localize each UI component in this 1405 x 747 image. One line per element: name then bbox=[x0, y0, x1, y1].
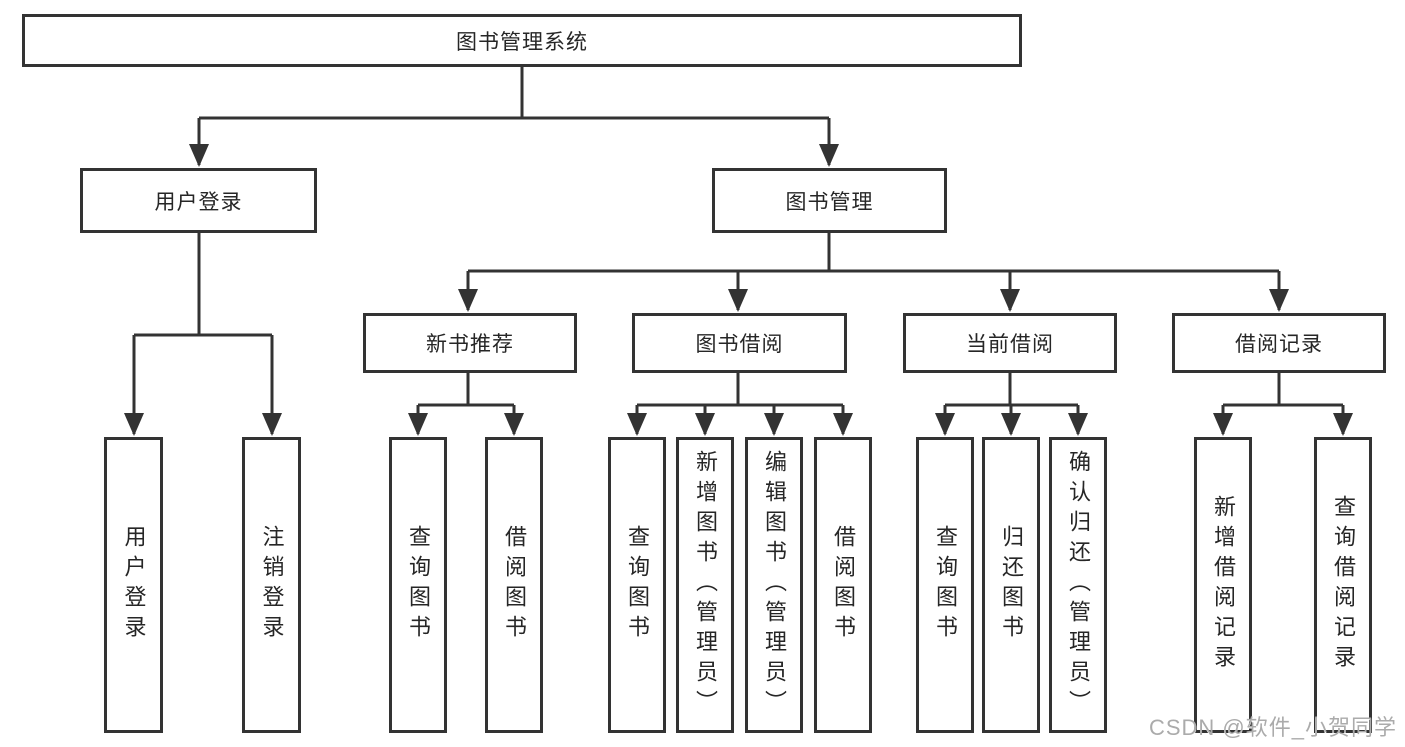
leaf-confirm-return-admin-label: 确认归还（管理员） bbox=[1066, 450, 1091, 720]
node-book-management: 图书管理 bbox=[712, 168, 947, 233]
leaf-current-query-book-label: 查询图书 bbox=[933, 525, 958, 645]
leaf-user-login: 用户登录 bbox=[104, 437, 163, 733]
node-user-login-label: 用户登录 bbox=[154, 190, 243, 214]
leaf-add-book-admin-label: 新增图书（管理员） bbox=[693, 450, 718, 720]
leaf-confirm-return-admin: 确认归还（管理员） bbox=[1049, 437, 1107, 733]
node-book-management-label: 图书管理 bbox=[785, 190, 874, 214]
node-root: 图书管理系统 bbox=[22, 14, 1022, 67]
csdn-watermark: CSDN @软件_小贺同学 bbox=[1148, 715, 1397, 740]
node-book-borrow: 图书借阅 bbox=[632, 313, 847, 373]
leaf-add-borrow-record-label: 新增借阅记录 bbox=[1211, 495, 1236, 675]
leaf-borrow-query-book-label: 查询图书 bbox=[625, 525, 650, 645]
leaf-query-borrow-record: 查询借阅记录 bbox=[1314, 437, 1372, 733]
leaf-recommend-query-book: 查询图书 bbox=[389, 437, 447, 733]
leaf-current-query-book: 查询图书 bbox=[916, 437, 974, 733]
leaf-edit-book-admin-label: 编辑图书（管理员） bbox=[762, 450, 787, 720]
leaf-return-book: 归还图书 bbox=[982, 437, 1040, 733]
leaf-logout-label: 注销登录 bbox=[259, 525, 285, 645]
node-user-login: 用户登录 bbox=[80, 168, 317, 233]
leaf-recommend-borrow-book: 借阅图书 bbox=[485, 437, 543, 733]
node-current-borrow: 当前借阅 bbox=[903, 313, 1117, 373]
node-new-book-recommend-label: 新书推荐 bbox=[426, 333, 514, 356]
leaf-recommend-query-book-label: 查询图书 bbox=[406, 525, 431, 645]
leaf-add-book-admin: 新增图书（管理员） bbox=[676, 437, 734, 733]
leaf-borrow-book-label: 借阅图书 bbox=[831, 525, 856, 645]
leaf-query-borrow-record-label: 查询借阅记录 bbox=[1331, 495, 1356, 675]
leaf-borrow-query-book: 查询图书 bbox=[608, 437, 666, 733]
leaf-logout: 注销登录 bbox=[242, 437, 301, 733]
node-root-label: 图书管理系统 bbox=[456, 30, 588, 54]
leaf-borrow-book: 借阅图书 bbox=[814, 437, 872, 733]
leaf-return-book-label: 归还图书 bbox=[999, 525, 1024, 645]
node-book-borrow-label: 图书借阅 bbox=[695, 333, 784, 356]
node-borrow-records: 借阅记录 bbox=[1172, 313, 1386, 373]
node-borrow-records-label: 借阅记录 bbox=[1235, 333, 1323, 356]
leaf-user-login-label: 用户登录 bbox=[121, 525, 147, 645]
leaf-recommend-borrow-book-label: 借阅图书 bbox=[502, 525, 527, 645]
node-new-book-recommend: 新书推荐 bbox=[363, 313, 577, 373]
node-current-borrow-label: 当前借阅 bbox=[966, 333, 1054, 356]
leaf-edit-book-admin: 编辑图书（管理员） bbox=[745, 437, 803, 733]
leaf-add-borrow-record: 新增借阅记录 bbox=[1194, 437, 1252, 733]
